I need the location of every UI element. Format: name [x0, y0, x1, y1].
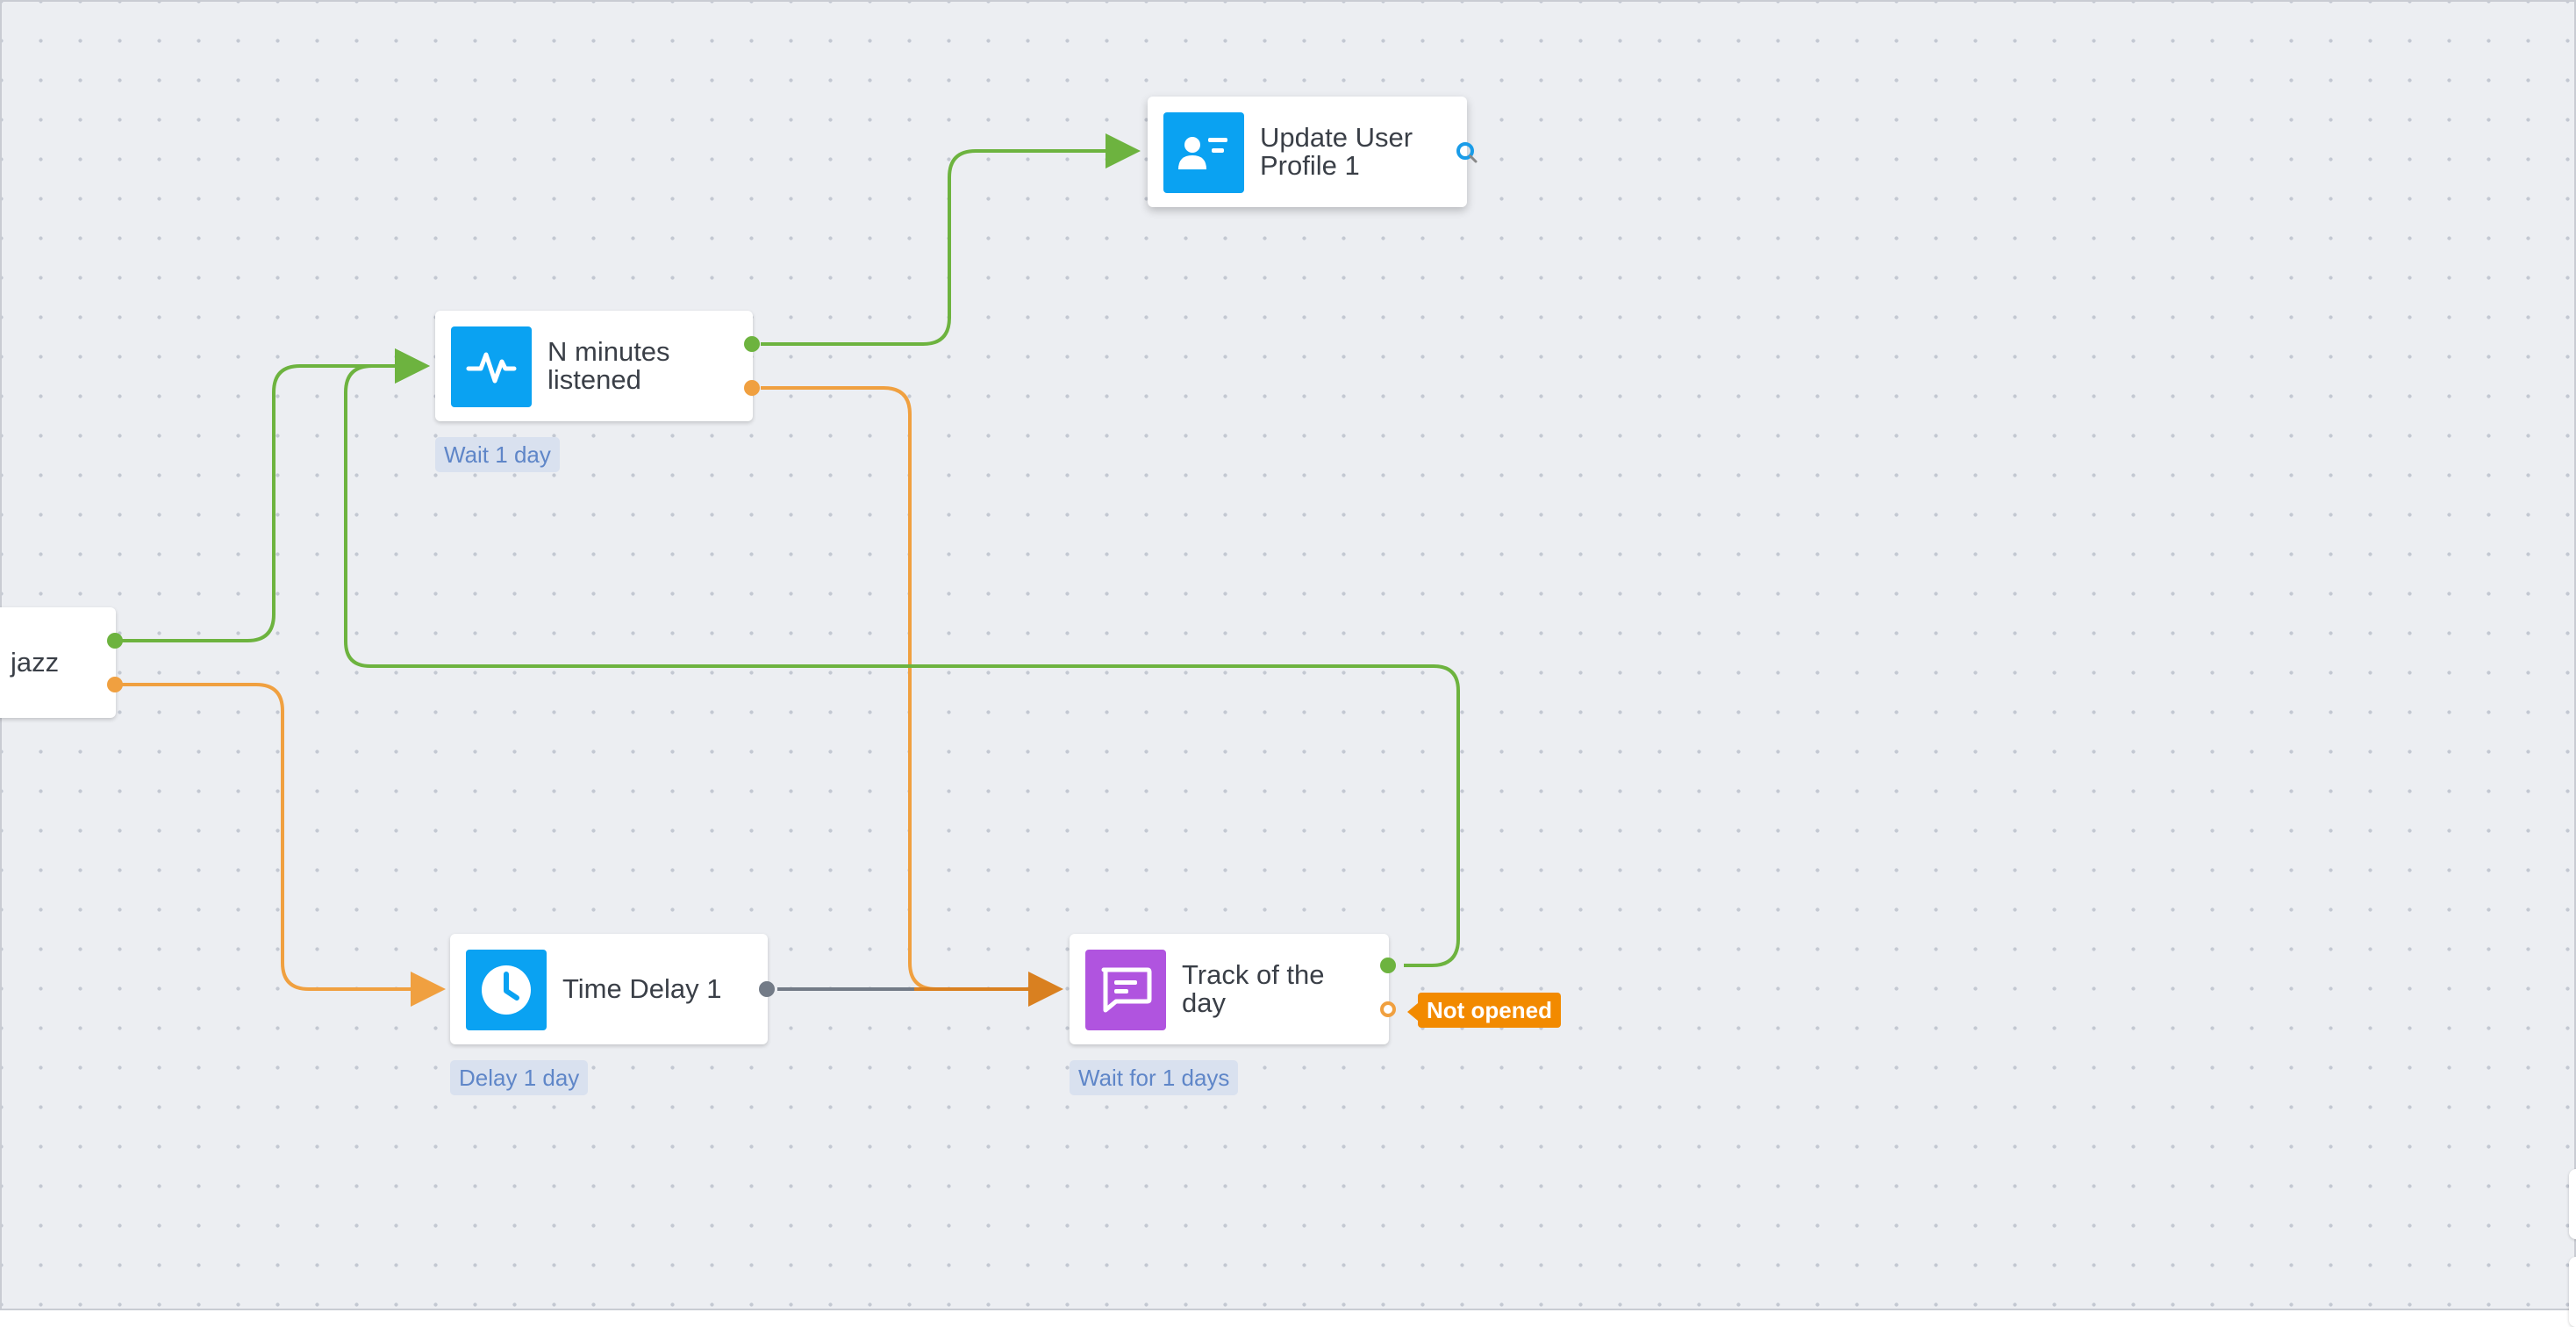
- not-opened-badge: Not opened: [1407, 993, 1561, 1028]
- track-no-port[interactable]: [1380, 1001, 1396, 1017]
- node-time-delay-label: Time Delay 1: [562, 973, 722, 1004]
- edge-panel-2: [2569, 1257, 2576, 1327]
- node-jazz[interactable]: jazz: [0, 607, 123, 718]
- clock-icon: [466, 950, 547, 1030]
- jazz-yes-port[interactable]: [107, 633, 123, 649]
- node-n-minutes-listened[interactable]: N minutes listened: [435, 311, 760, 421]
- connector-jazz-yes[interactable]: [114, 348, 430, 642]
- track-yes-port[interactable]: [1380, 958, 1396, 973]
- chat-message-icon: [1085, 950, 1166, 1030]
- edge-panel: [2569, 1169, 2576, 1239]
- node-update-user-profile[interactable]: Update User Profile 1: [1148, 97, 1478, 207]
- track-wait-tag: Wait for 1 days: [1070, 1060, 1239, 1095]
- node-update-profile-label: Update User Profile 1: [1260, 122, 1413, 181]
- n-minutes-yes-port[interactable]: [744, 336, 760, 352]
- search-icon[interactable]: [1455, 140, 1479, 165]
- n-minutes-wait-tag: Wait 1 day: [435, 437, 560, 472]
- node-jazz-label: jazz: [11, 647, 60, 678]
- activity-pulse-icon: [451, 326, 532, 407]
- connector-jazz-no[interactable]: [114, 683, 446, 1007]
- connector-n-minutes-no[interactable]: [761, 386, 1055, 991]
- node-track-of-the-day[interactable]: Track of the day: [1070, 934, 1396, 1044]
- connector-track-yes-loop[interactable]: [344, 348, 1460, 967]
- time-delay-out-port[interactable]: [759, 981, 775, 997]
- n-minutes-no-port[interactable]: [744, 380, 760, 396]
- node-time-delay[interactable]: Time Delay 1: [450, 934, 775, 1044]
- node-n-minutes-label: N minutes listened: [547, 336, 670, 395]
- node-track-label: Track of the day: [1182, 959, 1325, 1018]
- contact-card-icon: [1163, 112, 1244, 193]
- connector-n-minutes-yes[interactable]: [761, 133, 1141, 346]
- jazz-no-port[interactable]: [107, 677, 123, 692]
- time-delay-tag: Delay 1 day: [450, 1060, 589, 1095]
